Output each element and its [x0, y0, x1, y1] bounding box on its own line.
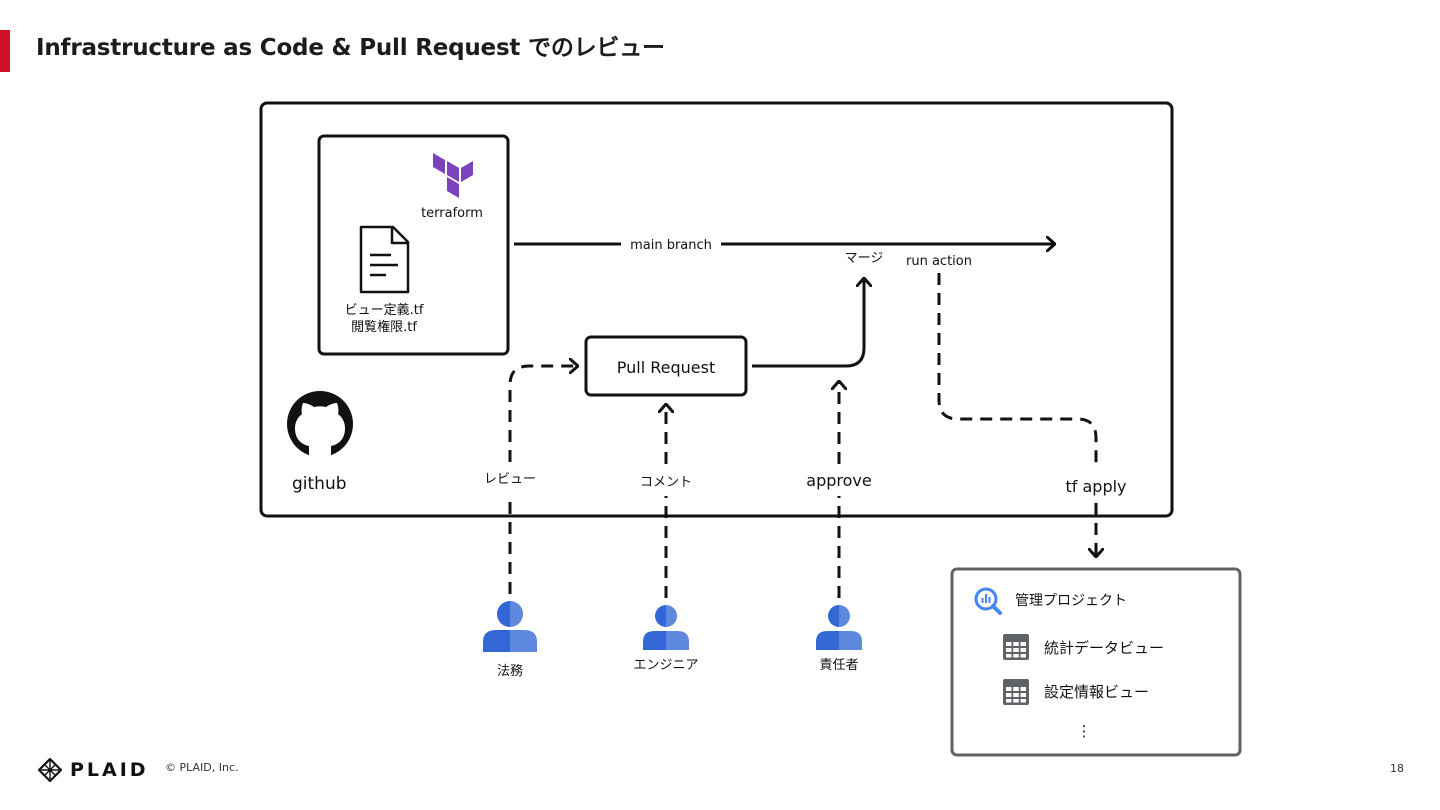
- table-icon-settings: [1003, 679, 1029, 705]
- plaid-logo-wordmark: PLAID: [70, 759, 149, 781]
- github-container: [259, 101, 1174, 518]
- management-project-box: [950, 567, 1242, 757]
- table-icon-stats: [1003, 634, 1029, 660]
- person-engineer-icon: [643, 605, 689, 650]
- pr-merge-arrow: [752, 279, 864, 368]
- document-icon: [359, 225, 410, 294]
- terraform-repo-box: [317, 134, 510, 356]
- project-title: 管理プロジェクト: [1015, 593, 1127, 609]
- project-item-stats-view: 統計データビュー: [1044, 639, 1164, 657]
- role-legal: 法務: [497, 664, 523, 679]
- engineer-comment-label: コメント: [640, 475, 692, 490]
- tf-apply-arrow-upper: [937, 273, 1098, 464]
- pull-request-label: Pull Request: [617, 358, 715, 377]
- slide-title: Infrastructure as Code & Pull Request での…: [36, 35, 665, 61]
- file-name-access-permission: 閲覧権限.tf: [351, 319, 417, 335]
- manager-approve-label: approve: [806, 471, 871, 490]
- github-label: github: [292, 474, 347, 494]
- title-accent-bar: [0, 30, 10, 72]
- role-manager: 責任者: [819, 658, 858, 673]
- pull-request-box: [584, 335, 748, 397]
- merge-label: マージ: [845, 251, 884, 266]
- run-action-label: run action: [906, 254, 972, 269]
- plaid-logo-icon: [38, 758, 62, 782]
- plaid-logo: PLAID: [38, 758, 149, 782]
- more-items-icon: ⋮: [1077, 722, 1092, 740]
- person-manager-icon: [816, 605, 862, 650]
- terraform-label: terraform: [421, 206, 483, 221]
- role-engineer: エンジニア: [633, 658, 698, 673]
- project-item-settings-view: 設定情報ビュー: [1044, 683, 1149, 701]
- bigquery-icon: [974, 587, 1002, 615]
- main-branch-label: main branch: [630, 238, 712, 253]
- legal-review-arrow-upper: [508, 366, 577, 462]
- tf-apply-label: tf apply: [1065, 477, 1126, 496]
- page-number: 18: [1390, 762, 1404, 775]
- file-name-view-definition: ビュー定義.tf: [345, 302, 424, 318]
- terraform-logo-icon: [433, 153, 473, 198]
- copyright-text: © PLAID, Inc.: [165, 761, 239, 774]
- person-legal-icon: [483, 601, 537, 652]
- github-logo-icon: [287, 391, 353, 458]
- legal-review-label: レビュー: [484, 472, 536, 487]
